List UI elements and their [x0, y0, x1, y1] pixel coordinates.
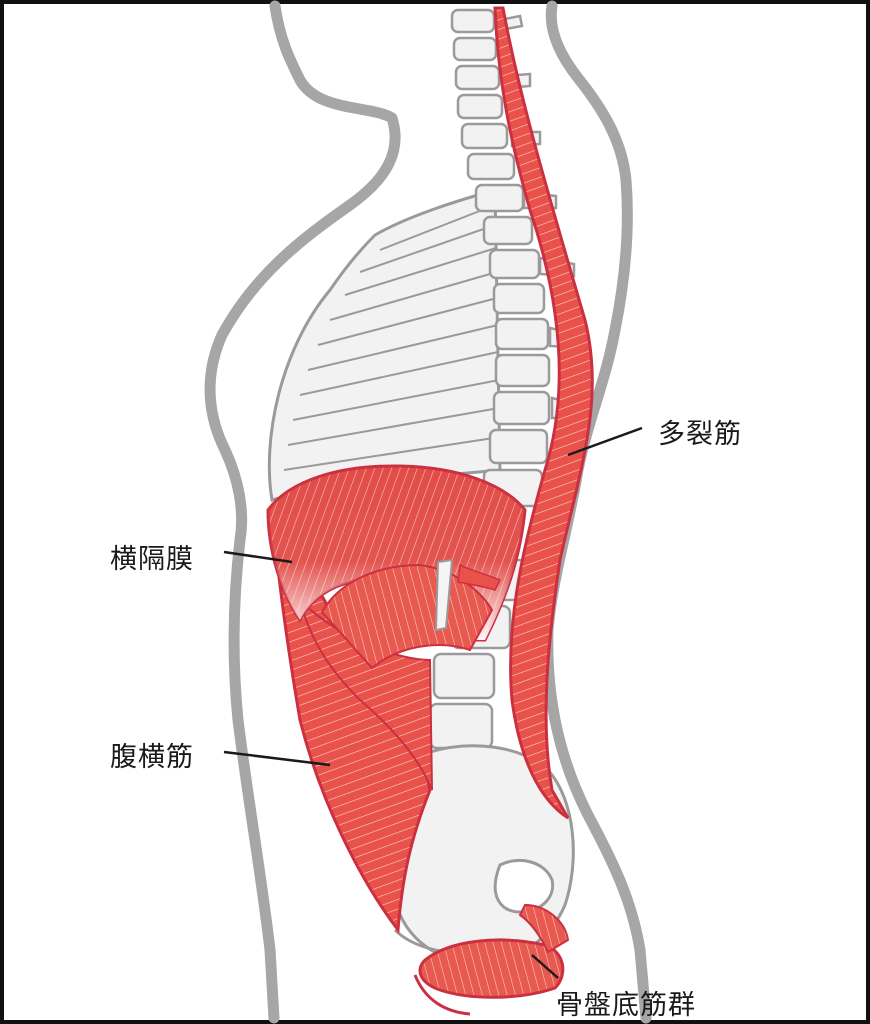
leader-multifidus	[567, 426, 643, 457]
multifidus-muscle	[493, 6, 594, 820]
label-pelvic-floor: 骨盤底筋群	[556, 990, 696, 1021]
ribs	[283, 204, 501, 471]
leader-lines	[223, 426, 643, 979]
label-multifidus: 多裂筋	[658, 419, 742, 450]
pelvic-floor-muscles	[413, 903, 570, 1016]
leader-pelvic-floor	[531, 954, 559, 979]
leader-diaphragm	[223, 550, 293, 564]
leader-transversus	[223, 750, 331, 767]
label-transversus-abdominis: 腹横筋	[110, 742, 194, 773]
label-diaphragm: 横隔膜	[110, 544, 194, 575]
diaphragm-muscle	[266, 464, 527, 670]
